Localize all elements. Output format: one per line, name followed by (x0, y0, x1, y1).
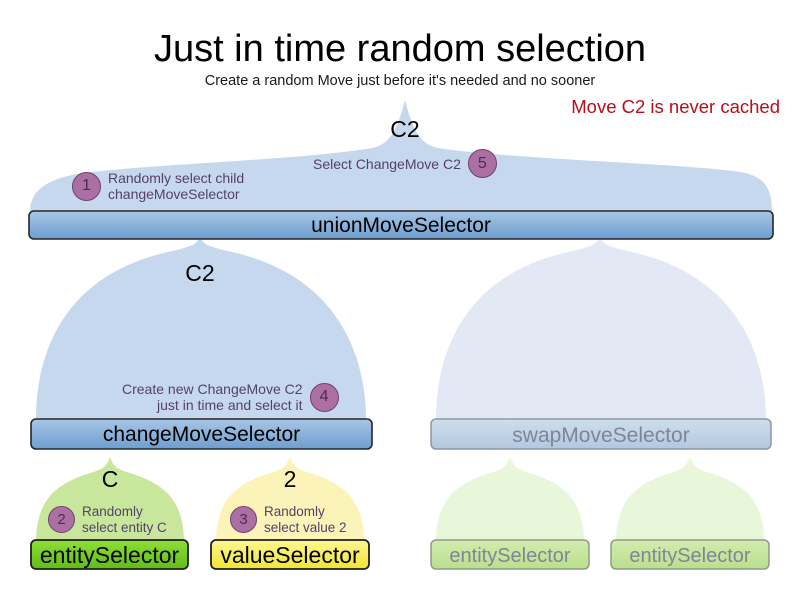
page-subtitle: Create a random Move just before it's ne… (204, 73, 596, 89)
node-label-swap-entityselector-right: entitySelector (629, 545, 751, 567)
annotation-step-5: 5 Select ChangeMove C2 (313, 149, 497, 178)
arrow-label-to-caller: C2 (390, 116, 420, 142)
node-box-entityselector-c[interactable] (30, 539, 189, 570)
arrow-swap-to-union (436, 236, 766, 420)
step-badge-1: 1 (72, 171, 101, 201)
annotation-text-2: Randomly select entity C (82, 504, 167, 535)
arrow-label-union-from-change: C2 (185, 260, 215, 286)
node-label-swap-entityselector-left: entitySelector (449, 545, 571, 567)
annotation-step-1: 1 Randomly select child changeMoveSelect… (72, 170, 244, 202)
page-title: Just in time random selection (153, 28, 647, 70)
arrow-swap-entity-right (616, 457, 764, 543)
annotation-text-3: Randomly select value 2 (264, 504, 347, 535)
step-badge-2: 2 (48, 506, 75, 533)
annotation-step-3: 3 Randomly select value 2 (230, 504, 347, 535)
node-label-unionmoveselector: unionMoveSelector (311, 214, 491, 237)
node-box-swap-entityselector-left[interactable] (430, 539, 590, 570)
node-label-changemoveselector: changeMoveSelector (102, 423, 301, 446)
annotation-text-5: Select ChangeMove C2 (313, 155, 461, 172)
warning-note: Move C2 is never cached (571, 96, 780, 117)
node-label-swapmoveselector: swapMoveSelector (512, 424, 690, 447)
node-box-changemoveselector[interactable] (30, 418, 373, 450)
annotation-step-4: 4 Create new ChangeMove C2 just in time … (122, 381, 339, 413)
node-box-swap-entityselector-right[interactable] (610, 539, 770, 570)
annotation-text-4: Create new ChangeMove C2 just in time an… (122, 381, 303, 413)
arrow-label-change-from-value: 2 (283, 466, 297, 492)
arrow-change-to-union (36, 236, 366, 420)
node-label-valueselector-2: valueSelector (220, 542, 360, 568)
arrow-union-to-caller (30, 100, 772, 212)
step-badge-4: 4 (309, 382, 339, 412)
arrow-label-change-from-entity: C (101, 466, 119, 492)
step-badge-3: 3 (230, 506, 257, 533)
node-box-unionmoveselector[interactable] (28, 210, 774, 240)
step-badge-5: 5 (467, 149, 497, 178)
node-box-valueselector-2[interactable] (210, 539, 370, 570)
node-label-entityselector-c: entitySelector (39, 542, 180, 568)
arrow-swap-entity-left (436, 457, 584, 543)
node-box-swapmoveselector[interactable] (430, 418, 772, 450)
annotation-text-1: Randomly select child changeMoveSelector (108, 170, 245, 202)
annotation-step-2: 2 Randomly select entity C (48, 504, 167, 535)
